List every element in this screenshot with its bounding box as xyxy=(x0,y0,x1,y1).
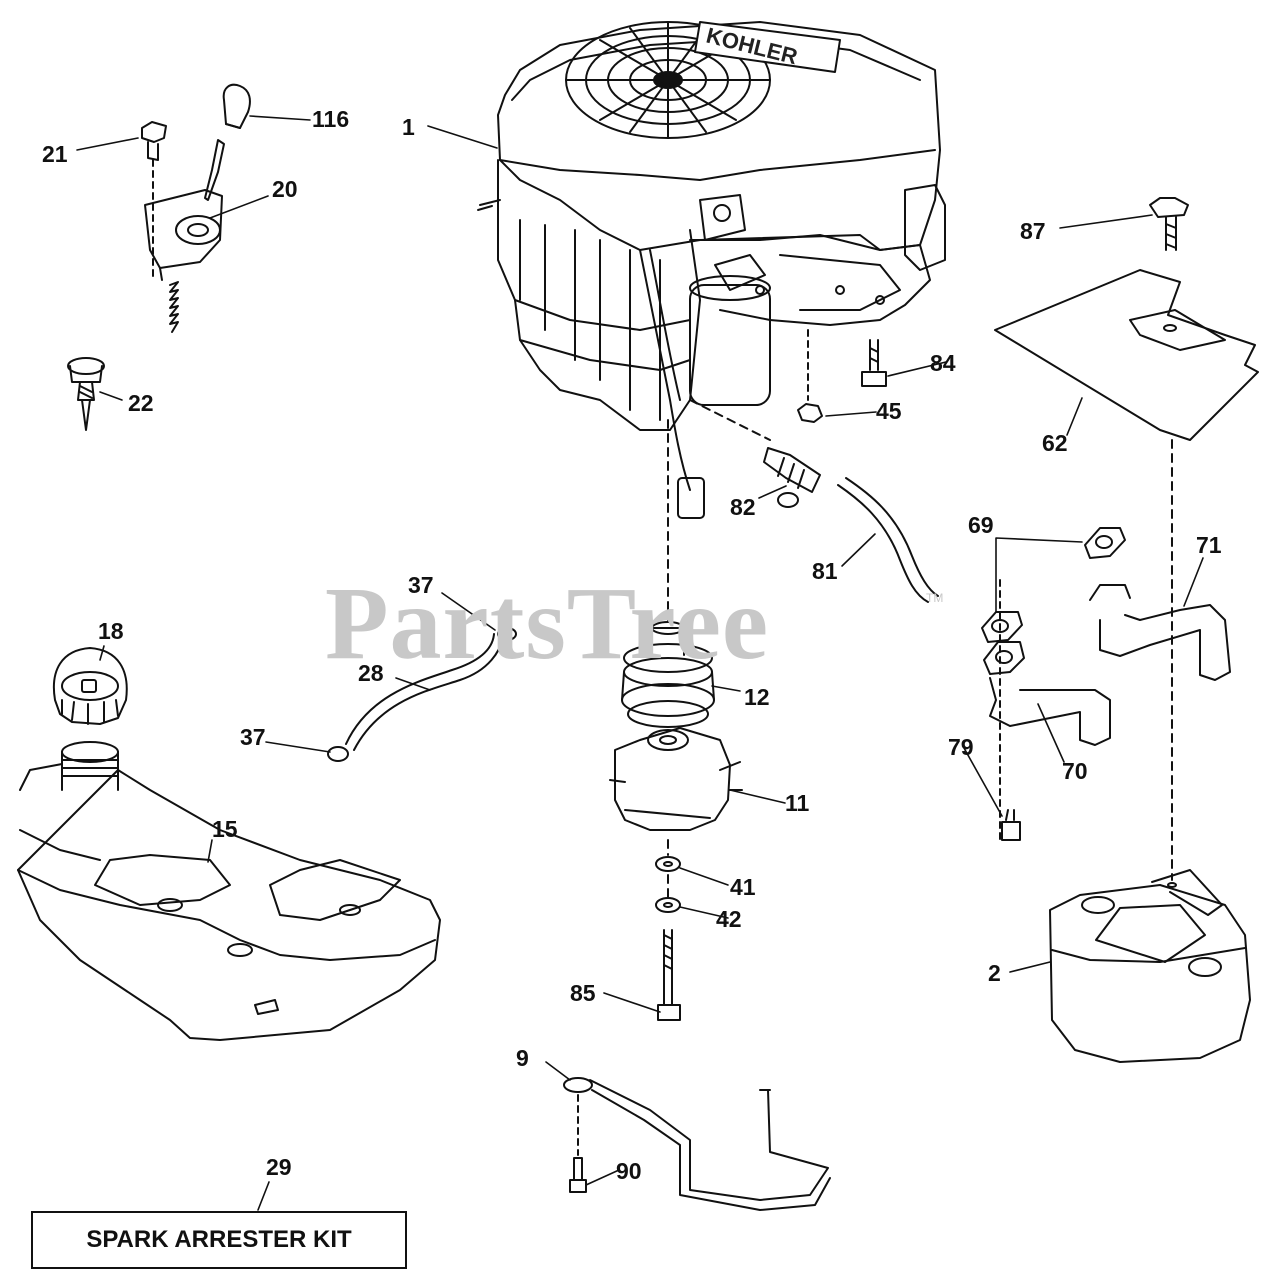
throttle-control-drawing xyxy=(141,83,251,333)
spark-arrester-kit-label: SPARK ARRESTER KIT xyxy=(31,1211,407,1269)
callout-9: 9 xyxy=(516,1045,529,1071)
callout-29: 29 xyxy=(266,1154,292,1180)
callout-85: 85 xyxy=(570,980,596,1006)
callout-37-bottom: 37 xyxy=(240,724,266,750)
callout-90: 90 xyxy=(616,1158,642,1184)
fuel-cap-drawing xyxy=(53,647,128,725)
exhaust-pipes-drawing xyxy=(981,527,1231,746)
heat-shield-drawing xyxy=(994,197,1259,881)
callout-79: 79 xyxy=(948,734,974,760)
callout-71: 71 xyxy=(1196,532,1222,558)
callout-22: 22 xyxy=(128,390,154,416)
callout-45: 45 xyxy=(876,398,902,424)
nut-bolt-drawing xyxy=(797,329,887,423)
callout-116: 116 xyxy=(312,106,350,132)
leader-lines xyxy=(76,115,1204,1211)
callout-84: 84 xyxy=(930,350,956,376)
callout-21: 21 xyxy=(42,141,68,167)
bolt-85-drawing xyxy=(657,929,681,1021)
callout-18: 18 xyxy=(98,618,124,644)
fuel-tank-drawing xyxy=(17,741,441,1041)
callout-62: 62 xyxy=(1042,430,1068,456)
callout-41: 41 xyxy=(730,874,756,900)
callout-28: 28 xyxy=(358,660,384,686)
bracket-drawing xyxy=(563,1077,831,1211)
bolt-79-drawing xyxy=(1001,809,1021,841)
callout-81: 81 xyxy=(812,558,838,584)
callout-69: 69 xyxy=(968,512,994,538)
callout-82: 82 xyxy=(730,494,756,520)
clutch-drawing xyxy=(609,727,743,831)
callout-2: 2 xyxy=(988,960,1001,986)
knob-22-drawing xyxy=(67,357,105,431)
callout-11: 11 xyxy=(785,790,810,816)
callout-42: 42 xyxy=(716,906,742,932)
callout-37-top: 37 xyxy=(408,572,434,598)
callout-70: 70 xyxy=(1062,758,1088,784)
muffler-drawing xyxy=(1049,869,1251,1063)
callout-1: 1 xyxy=(402,114,415,140)
callout-87: 87 xyxy=(1020,218,1046,244)
hose-81-drawing xyxy=(837,477,939,603)
callout-20: 20 xyxy=(272,176,298,202)
watermark-text: PartsTree xyxy=(325,566,770,681)
engine-drawing xyxy=(477,21,946,519)
washers-drawing xyxy=(655,856,681,913)
fitting-82-drawing xyxy=(689,399,821,508)
callout-12: 12 xyxy=(744,684,770,710)
watermark-tm: TM xyxy=(926,591,944,605)
callout-15: 15 xyxy=(212,816,238,842)
fuel-line-drawing xyxy=(327,627,517,762)
